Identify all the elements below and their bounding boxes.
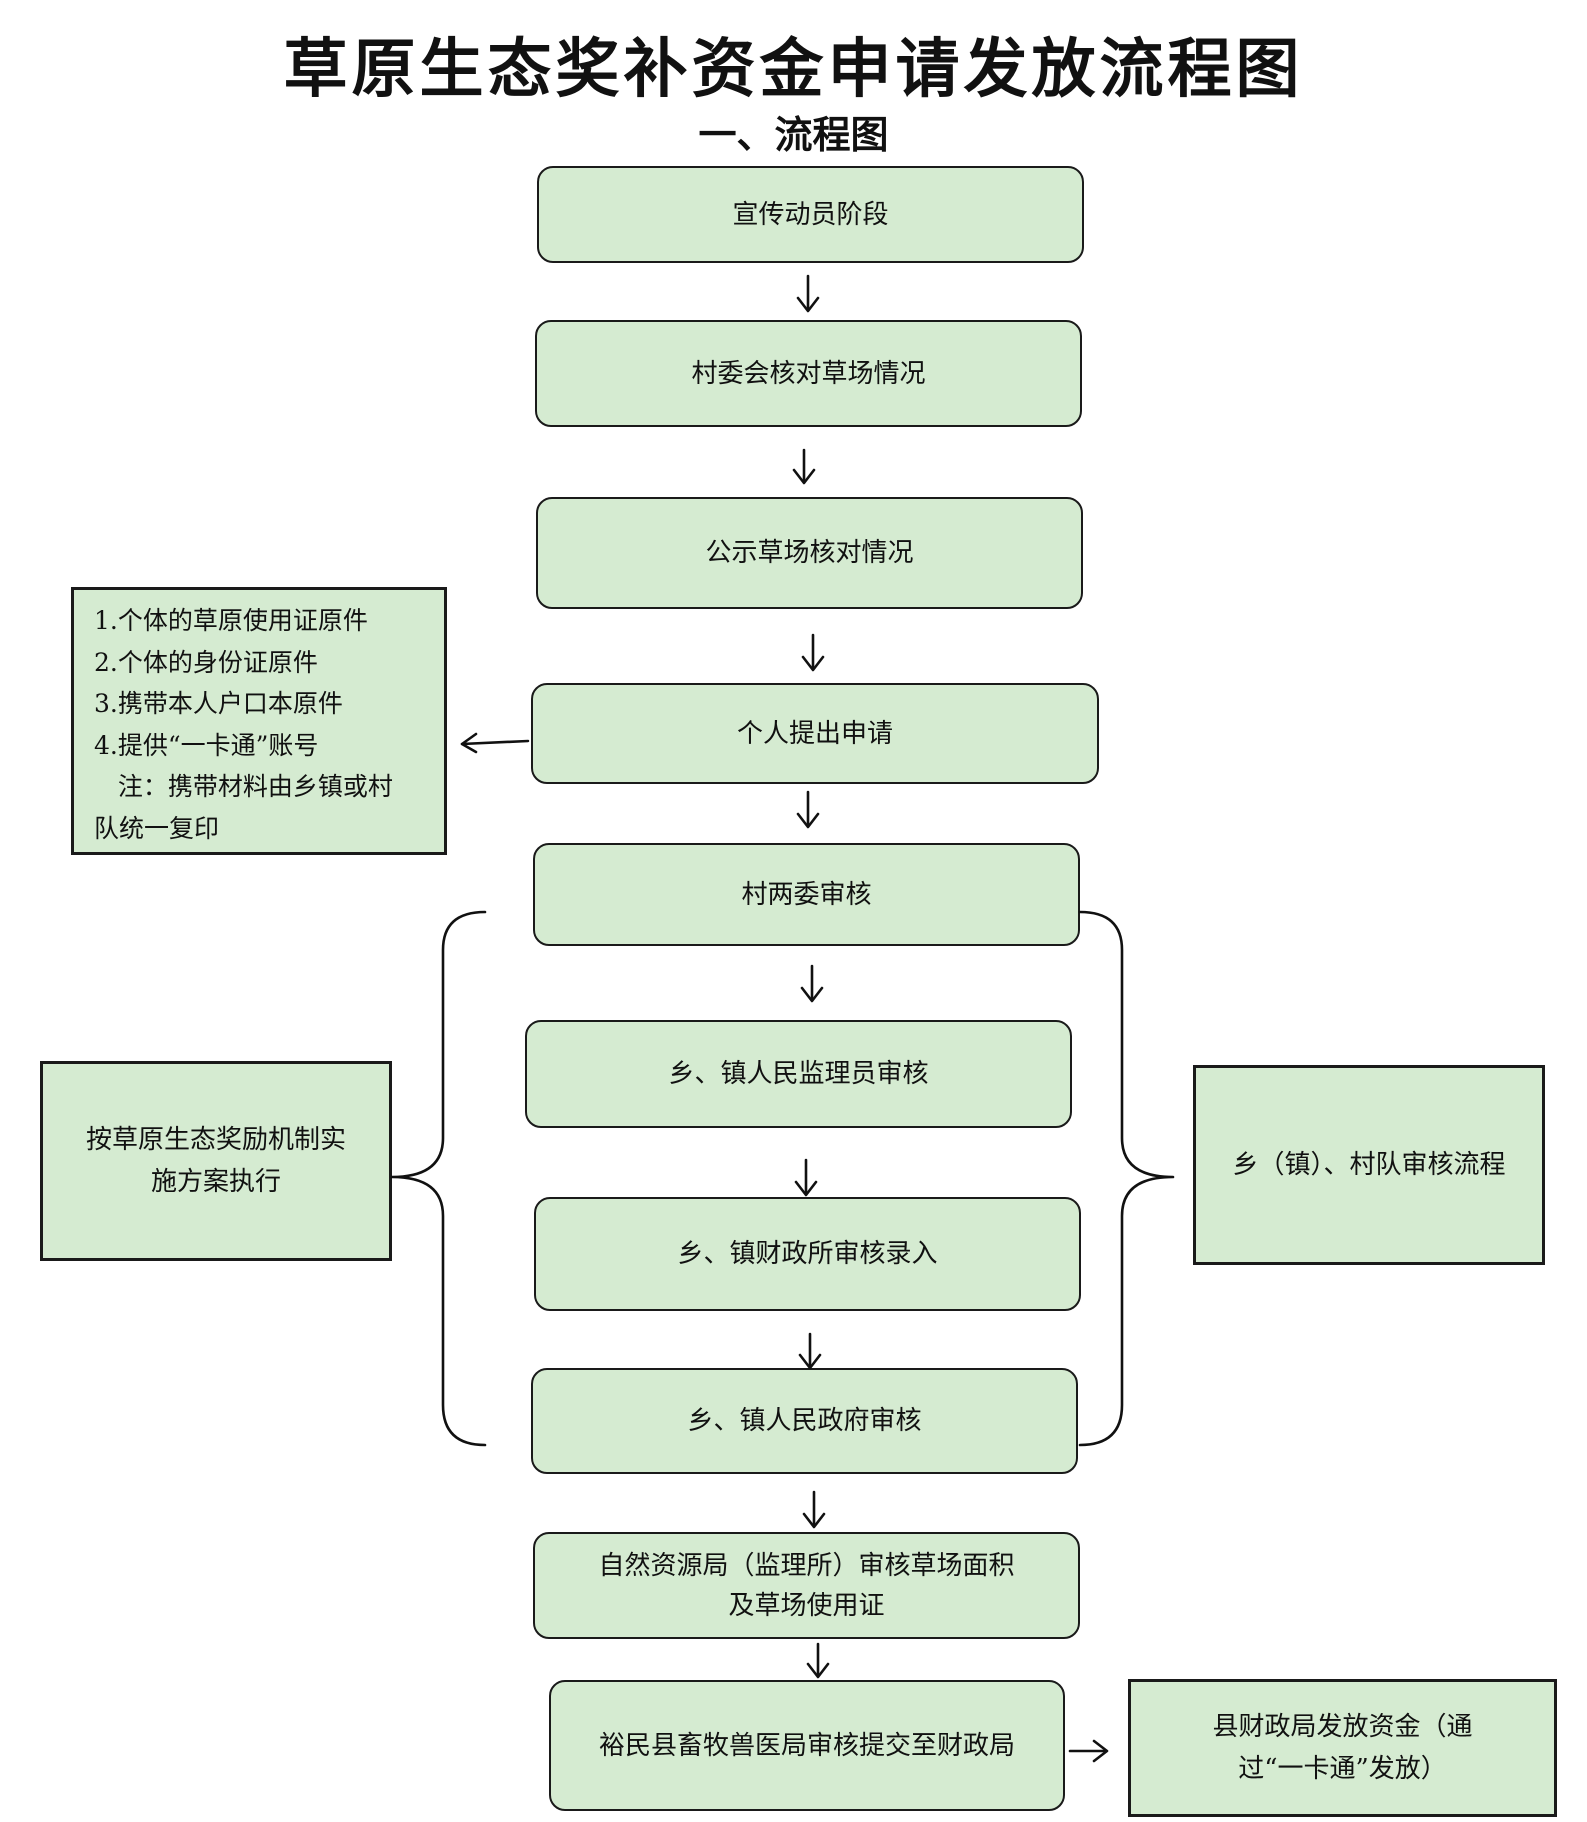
step-township-government-review: 乡、镇人民政府审核	[531, 1368, 1078, 1474]
arrow-down-icon	[806, 1642, 830, 1679]
step-personal-application: 个人提出申请	[531, 683, 1099, 784]
arrow-down-icon	[798, 1332, 822, 1370]
arrow-down-icon	[792, 448, 816, 485]
materials-line: 3.携带本人户口本原件	[94, 689, 343, 718]
right-brace	[1078, 910, 1175, 1447]
materials-line: 1.个体的草原使用证原件	[94, 606, 368, 635]
arrow-down-icon	[796, 274, 820, 313]
arrow-right-icon	[1068, 1739, 1109, 1763]
materials-line: 队统一复印	[94, 813, 220, 843]
step-township-supervisor-review: 乡、镇人民监理员审核	[525, 1020, 1072, 1128]
step-publish-results: 公示草场核对情况	[536, 497, 1083, 609]
step-publicity: 宣传动员阶段	[537, 166, 1084, 263]
step-township-finance-entry: 乡、镇财政所审核录入	[534, 1197, 1081, 1311]
arrow-left-icon	[460, 732, 530, 754]
required-materials-note: 1.个体的草原使用证原件 2.个体的身份证原件 3.携带本人户口本原件 4.提供…	[71, 587, 447, 855]
step-natural-resources-review: 自然资源局（监理所）审核草场面积及草场使用证	[533, 1532, 1080, 1639]
arrow-down-icon	[800, 964, 824, 1003]
arrow-down-icon	[794, 1158, 818, 1197]
materials-line: 注：携带材料由乡镇或村	[94, 772, 393, 801]
township-village-process-note: 乡（镇）、村队审核流程	[1193, 1065, 1545, 1265]
arrow-down-icon	[796, 790, 820, 829]
arrow-down-icon	[801, 633, 825, 672]
county-finance-disbursement: 县财政局发放资金（通过“一卡通”发放）	[1128, 1679, 1557, 1817]
materials-line: 4.提供“一卡通”账号	[94, 730, 319, 760]
materials-line: 2.个体的身份证原件	[94, 647, 318, 677]
page-subtitle: 一、流程图	[698, 113, 889, 157]
step-village-committee-check: 村委会核对草场情况	[535, 320, 1082, 427]
implementation-plan-note: 按草原生态奖励机制实施方案执行	[40, 1061, 392, 1261]
step-animal-husbandry-submit: 裕民县畜牧兽医局审核提交至财政局	[549, 1680, 1065, 1811]
step-village-review: 村两委审核	[533, 843, 1080, 946]
arrow-down-icon	[802, 1490, 826, 1529]
page-title: 草原生态奖补资金申请发放流程图	[283, 33, 1304, 107]
left-brace	[390, 910, 487, 1447]
